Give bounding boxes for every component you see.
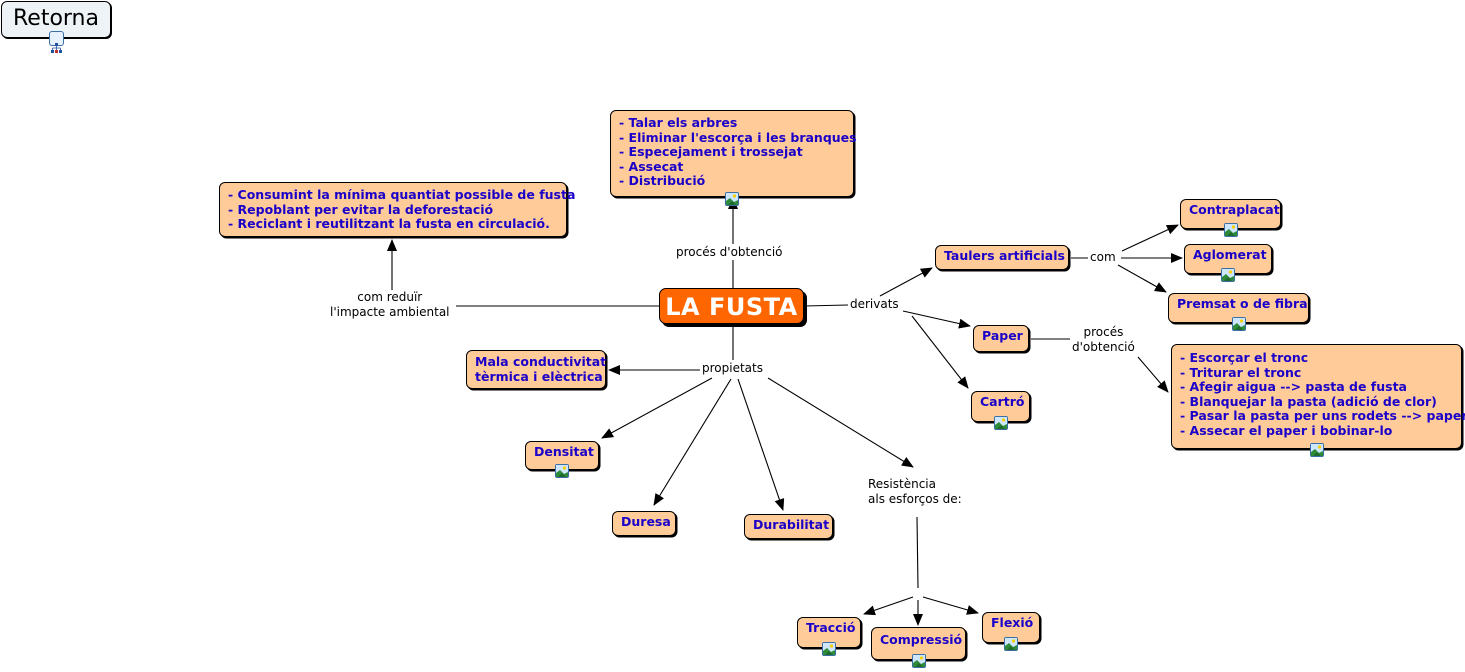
concept-cartro[interactable]: Cartró (971, 391, 1030, 430)
concept-label: Densitat (534, 444, 594, 459)
link-resistencia-split (916, 516, 919, 589)
step-text: - Repoblant per evitar la deforestació (228, 201, 494, 217)
concept-paper-steps[interactable]: - Escorçar el tronc - Triturar el tronc … (1171, 344, 1465, 457)
step-text: - Eliminar l'escorça i les branques (619, 129, 857, 145)
concept-impacte-steps[interactable]: - Consumint la mínima quantiat possible … (219, 182, 576, 237)
back-button-label: Retorna (12, 6, 99, 31)
concept-taulers-artificials[interactable]: Taulers artificials (935, 245, 1069, 270)
link-propietats-duresa (653, 378, 732, 506)
link-propietats-densitat (601, 377, 713, 439)
link-derivats-cartro (911, 315, 969, 389)
link-label-line: Resistència (868, 477, 936, 491)
step-text: - Blanquejar la pasta (adició de clor) (1180, 393, 1437, 409)
step-text: - Afegir aigua --> pasta de fusta (1180, 379, 1407, 394)
link-label-line: als esforços de: (868, 492, 962, 506)
concept-aglomerat[interactable]: Aglomerat (1184, 244, 1272, 282)
step-text: - Pasar la pasta per uns rodets --> pape… (1180, 408, 1465, 423)
concept-label: Compressió (880, 632, 963, 647)
concept-premsat-o-de-fibra[interactable]: Premsat o de fibra (1168, 293, 1309, 331)
concept-obtencio-steps[interactable]: - Talar els arbres - Eliminar l'escorça … (610, 110, 857, 206)
link-label-proces-obtencio: procés d'obtenció (676, 245, 783, 260)
step-text: - Assecar el paper i bobinar-lo (1180, 422, 1393, 438)
back-button[interactable]: Retorna (1, 1, 111, 53)
image-resource-icon[interactable] (822, 642, 836, 656)
link-com-premsat (1117, 264, 1167, 293)
link-split-flexio (922, 596, 979, 615)
concept-map-icon[interactable] (49, 31, 64, 53)
image-resource-icon[interactable] (1309, 443, 1324, 457)
concept-label: Flexió (991, 615, 1034, 630)
concept-compressio[interactable]: Compressió (871, 627, 966, 668)
concept-flexio[interactable]: Flexió (982, 612, 1040, 651)
link-derivats-paper (902, 310, 971, 329)
image-resource-icon[interactable] (1231, 317, 1246, 331)
concept-label: Mala conductivitat (475, 354, 607, 369)
link-root-derivats (803, 304, 849, 307)
step-text: - Distribució (619, 173, 706, 188)
link-label-paper-proces: procés d'obtenció (1072, 325, 1135, 355)
concept-label: Premsat o de fibra (1177, 296, 1308, 311)
concept-label: Tracció (806, 620, 856, 635)
link-derivats-taulers (879, 267, 933, 297)
concept-label: Aglomerat (1193, 247, 1267, 262)
concept-mala-conductivitat[interactable]: Mala conductivitat tèrmica i elèctrica (466, 350, 606, 389)
step-text: - Escorçar el tronc (1180, 350, 1309, 365)
step-text: - Assecat (619, 158, 684, 174)
link-split-traccio (863, 596, 914, 616)
link-label-line: d'obtenció (1072, 340, 1135, 354)
step-text: - Consumint la mínima quantiat possible … (228, 187, 576, 202)
link-com-contraplacat (1121, 224, 1179, 252)
concept-contraplacat[interactable]: Contraplacat (1180, 199, 1281, 237)
link-label-reduir-impacte: com reduïr l'impacte ambiental (330, 290, 450, 320)
image-resource-icon[interactable] (911, 654, 926, 668)
root-concept-la-fusta[interactable]: LA FUSTA (659, 288, 804, 324)
step-text: - Triturar el tronc (1180, 364, 1302, 380)
concept-durabilitat[interactable]: Durabilitat (744, 514, 833, 539)
image-resource-icon[interactable] (555, 464, 569, 478)
step-text: - Especejament i trossejat (619, 144, 803, 159)
image-resource-icon[interactable] (725, 192, 739, 206)
link-propietats-durabilitat (737, 378, 785, 511)
concept-label: Contraplacat (1189, 202, 1280, 217)
image-resource-icon[interactable] (1221, 268, 1235, 282)
link-label-propietats: propietats (702, 361, 763, 376)
concept-paper[interactable]: Paper (973, 325, 1029, 352)
link-label-resistencia: Resistència als esforços de: (868, 477, 962, 507)
step-text: - Reciclant i reutilitzant la fusta en c… (228, 216, 550, 231)
concept-traccio[interactable]: Tracció (797, 617, 861, 656)
concept-label: tèrmica i elèctrica (475, 368, 603, 384)
step-text: - Talar els arbres (619, 115, 738, 130)
concept-duresa[interactable]: Duresa (612, 511, 676, 536)
image-resource-icon[interactable] (1223, 223, 1238, 237)
link-label-com: com (1090, 250, 1116, 265)
link-label-line: com reduïr (357, 290, 423, 304)
concept-label: Cartró (980, 394, 1025, 409)
image-resource-icon[interactable] (993, 416, 1008, 430)
link-propietats-resistencia (767, 377, 914, 468)
link-label-line: procés (1083, 325, 1124, 339)
concept-densitat[interactable]: Densitat (525, 441, 599, 478)
link-proces-paper-steps (1137, 356, 1169, 393)
image-resource-icon[interactable] (1004, 637, 1018, 651)
link-label-line: l'impacte ambiental (330, 305, 450, 319)
link-label-derivats: derivats (850, 297, 899, 312)
